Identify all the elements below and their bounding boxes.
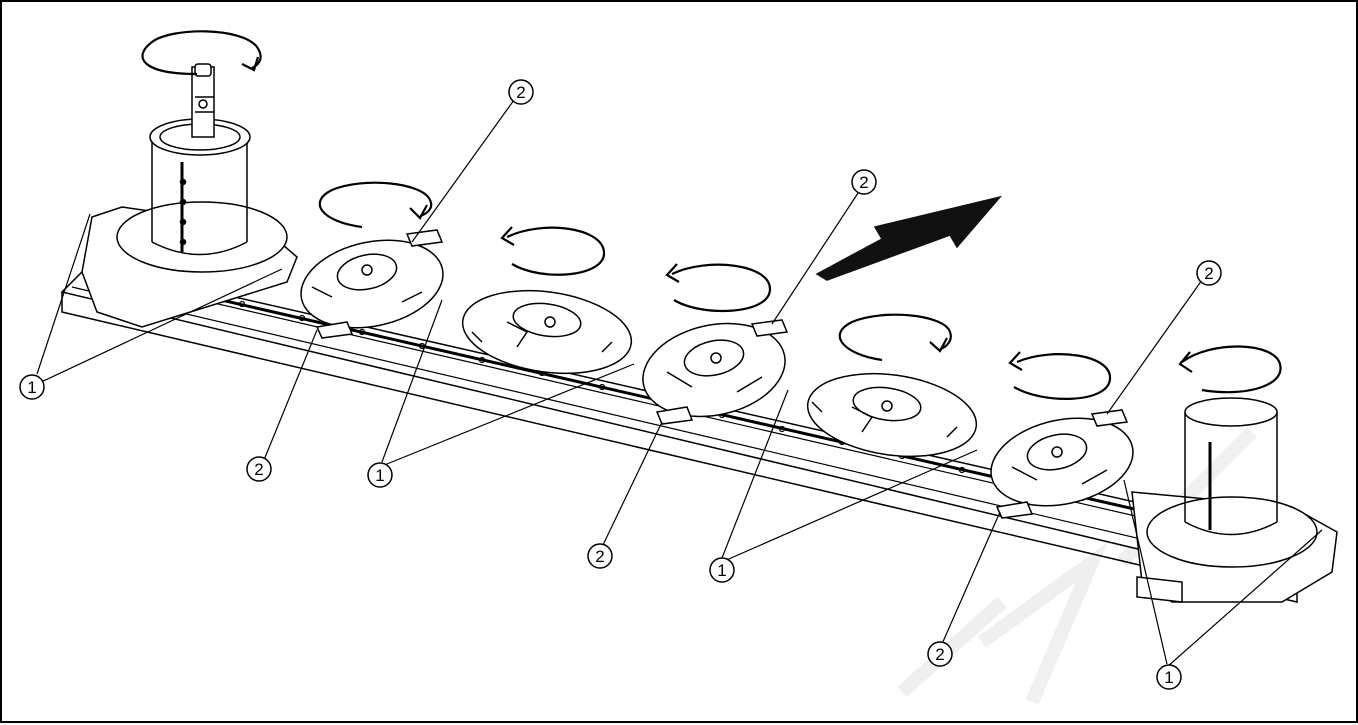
svg-text:1: 1 xyxy=(375,466,384,485)
travel-direction-arrow xyxy=(815,195,1003,281)
callout-2-e: 2 xyxy=(1196,260,1222,286)
svg-text:2: 2 xyxy=(595,547,604,566)
callouts: 1 1 1 1 2 2 2 2 2 2 xyxy=(19,79,1222,690)
callout-1-second: 1 xyxy=(367,462,393,488)
callout-1-third: 1 xyxy=(709,557,735,583)
cutting-disc-1 xyxy=(300,229,444,339)
leader-lines xyxy=(36,99,1323,668)
callout-2-a: 2 xyxy=(508,79,534,105)
cutting-disc-5 xyxy=(990,409,1134,519)
svg-text:2: 2 xyxy=(935,645,944,664)
callout-1-right: 1 xyxy=(1156,664,1182,690)
rotation-arrows xyxy=(141,30,1282,400)
svg-text:1: 1 xyxy=(27,378,36,397)
right-gear-housing xyxy=(1131,397,1338,603)
cutting-disc-4 xyxy=(806,372,978,458)
callout-1-left: 1 xyxy=(19,374,45,400)
rotation-arrow-2 xyxy=(500,226,606,276)
rotation-arrow-6 xyxy=(1178,345,1282,394)
svg-text:2: 2 xyxy=(516,83,525,102)
pto-shaft xyxy=(191,63,215,138)
callout-2-b: 2 xyxy=(246,456,272,482)
svg-text:1: 1 xyxy=(1164,668,1173,687)
cutting-disc-3 xyxy=(642,319,789,425)
left-gear-housing xyxy=(81,63,298,328)
rotation-arrow-3 xyxy=(665,263,772,313)
rotation-arrow-pto xyxy=(141,30,262,76)
svg-text:2: 2 xyxy=(859,173,868,192)
svg-text:1: 1 xyxy=(717,561,726,580)
cutting-disc-2 xyxy=(461,289,633,375)
svg-text:2: 2 xyxy=(1204,264,1213,283)
callout-2-d: 2 xyxy=(587,543,613,569)
rotation-arrow-4 xyxy=(838,313,952,362)
rotation-arrow-1 xyxy=(318,181,433,229)
callout-2-f: 2 xyxy=(927,641,953,667)
callout-2-c: 2 xyxy=(851,169,877,195)
svg-text:2: 2 xyxy=(254,460,263,479)
rotation-arrow-5 xyxy=(1008,351,1112,400)
